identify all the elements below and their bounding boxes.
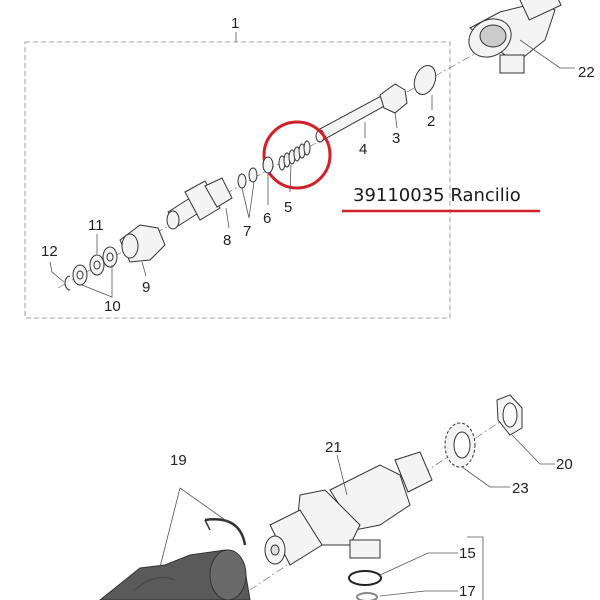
callout-21: 21	[325, 439, 342, 456]
callout-22: 22	[578, 64, 595, 81]
callout-19: 19	[170, 452, 187, 469]
assembly-1-box	[24, 41, 451, 319]
callout-12: 12	[41, 243, 58, 260]
callout-6: 6	[263, 210, 271, 227]
callout-15: 15	[459, 545, 476, 562]
part-22-tee-fitting	[468, 0, 575, 74]
callout-5: 5	[284, 199, 292, 216]
part-12-clip	[64, 275, 71, 291]
callout-2: 2	[427, 113, 435, 130]
part-5-spring	[278, 129, 325, 171]
callout-3: 3	[392, 130, 400, 147]
part-15-o-ring	[348, 570, 382, 586]
part-4-tube	[317, 94, 389, 141]
part-17-seal	[356, 592, 378, 600]
callout-20: 20	[556, 456, 573, 473]
callout-23: 23	[512, 480, 529, 497]
callout-17: 17	[459, 583, 476, 600]
highlight-circle	[262, 120, 332, 190]
part-21-tee-body	[264, 451, 433, 566]
part-7-seal-a	[248, 167, 258, 183]
part-19-cover	[99, 549, 251, 600]
callout-11: 11	[88, 217, 104, 234]
callout-10: 10	[104, 298, 121, 315]
part-number-label: 39110035 Rancilio	[353, 185, 521, 206]
callout-8: 8	[223, 232, 231, 249]
part-6-seal	[262, 156, 274, 174]
callout-1: 1	[231, 15, 239, 32]
callout-4: 4	[359, 141, 367, 158]
part-9-nut	[119, 224, 166, 263]
part-3-nut	[379, 83, 408, 114]
callout-9: 9	[142, 279, 150, 296]
callout-7: 7	[243, 223, 251, 240]
part-19-clip	[204, 518, 247, 546]
part-8-fitting	[166, 177, 233, 230]
part-7-seal-b	[237, 173, 247, 189]
bracket-15-17	[467, 536, 484, 600]
part-2-o-ring	[413, 64, 437, 96]
